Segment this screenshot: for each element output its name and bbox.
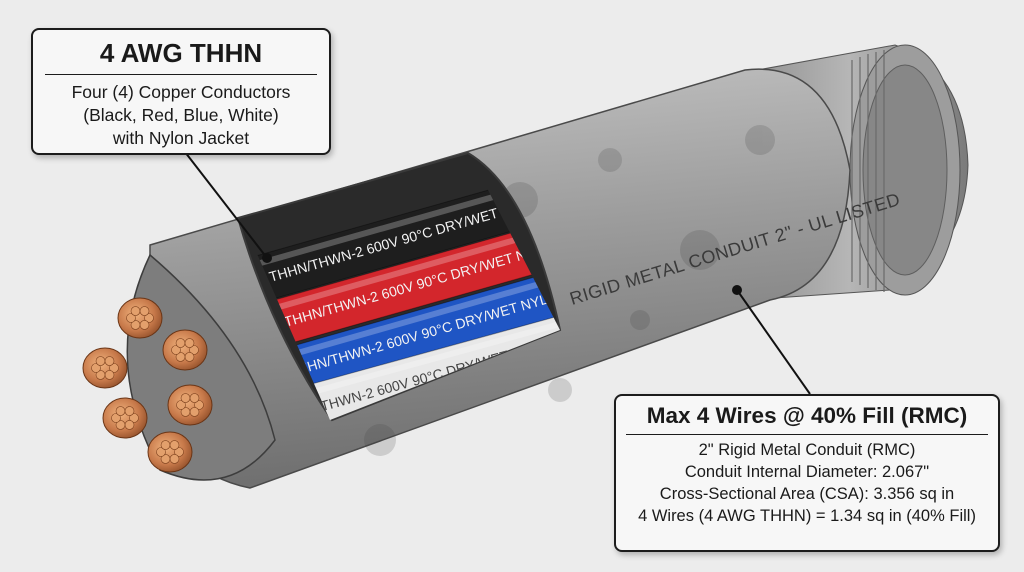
conduit-callout: Max 4 Wires @ 40% Fill (RMC) 2" Rigid Me…	[614, 394, 1000, 552]
conduit-callout-line: Cross-Sectional Area (CSA): 3.356 sq in	[659, 485, 955, 503]
conductor-callout-line: (Black, Red, Blue, White)	[83, 105, 279, 125]
conduit-callout-line: Conduit Internal Diameter: 2.067"	[684, 463, 930, 481]
conductor-callout-line: Four (4) Copper Conductors	[71, 82, 291, 102]
conductor-callout-title: 4 AWG THHN	[45, 30, 317, 75]
wire-group: 4 AWG THHN/THWN-2 600V 90°C DRY/WET NYLO…	[240, 176, 560, 420]
conduit-callout-title: Max 4 Wires @ 40% Fill (RMC)	[626, 396, 988, 435]
conductor-callout: 4 AWG THHN Four (4) Copper Conductors (B…	[31, 28, 331, 155]
conduit-callout-line: 4 Wires (4 AWG THHN) = 1.34 sq in (40% F…	[638, 507, 976, 525]
conductor-callout-line: with Nylon Jacket	[112, 128, 250, 148]
conduit-callout-line: 2" Rigid Metal Conduit (RMC)	[698, 441, 916, 459]
